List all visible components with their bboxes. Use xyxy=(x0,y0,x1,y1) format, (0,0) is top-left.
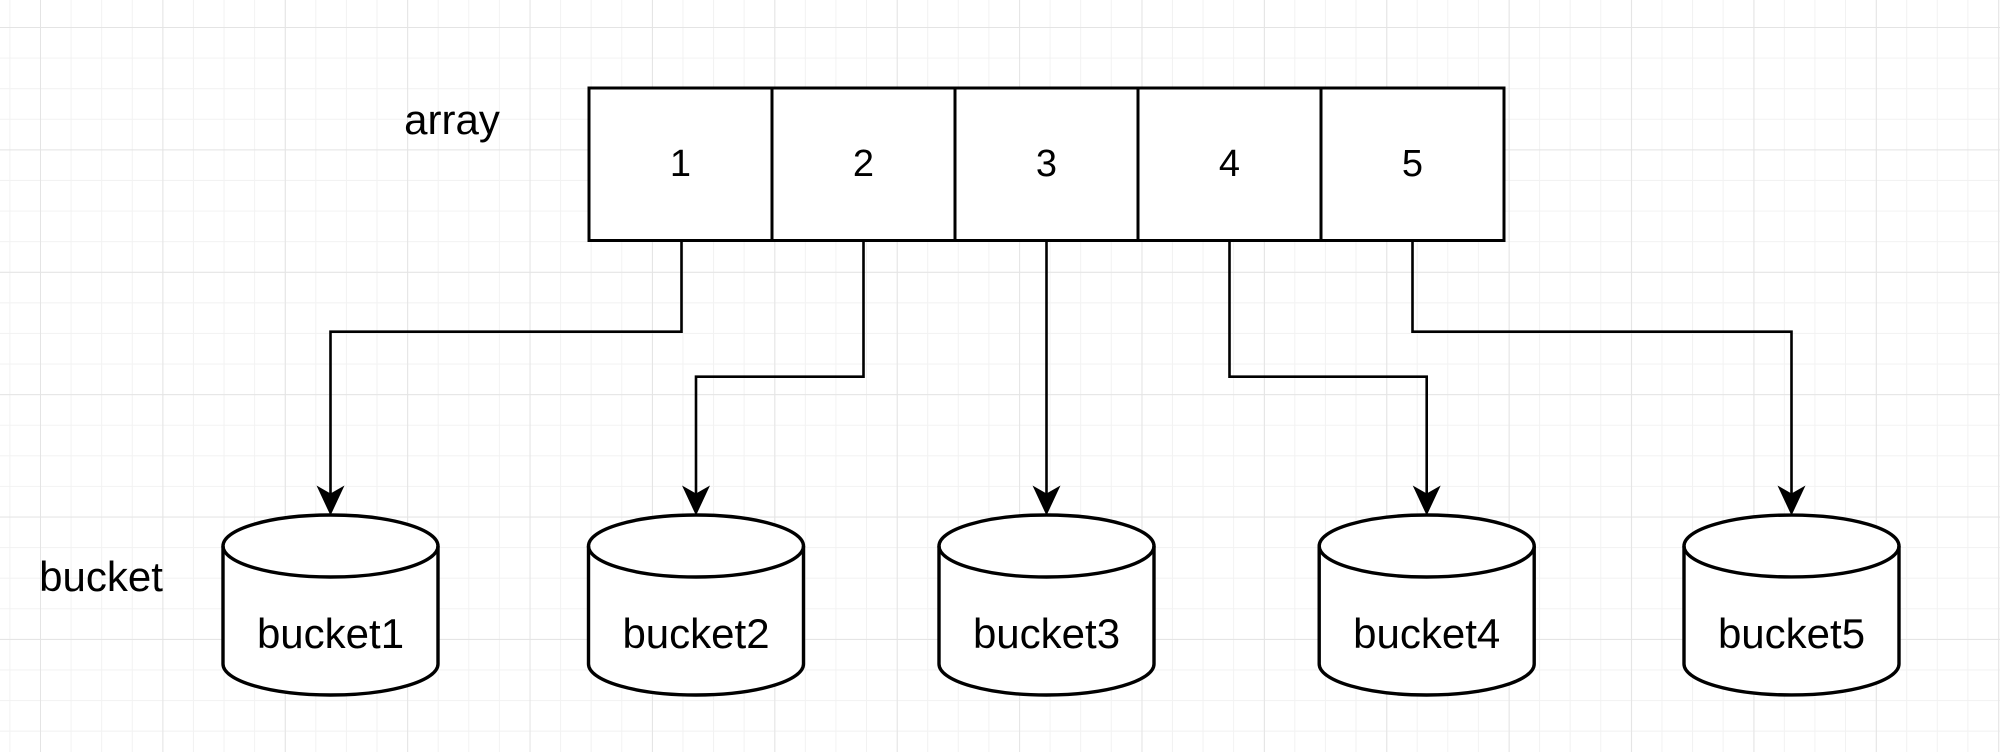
array-cell-1-value: 1 xyxy=(669,143,692,186)
bucket3-label: bucket3 xyxy=(972,609,1121,657)
bucket1-cylinder[interactable] xyxy=(221,513,440,697)
arrowhead-bucket2 xyxy=(682,485,710,516)
bucket5-label: bucket5 xyxy=(1717,609,1866,657)
bucket1-label: bucket1 xyxy=(256,609,405,657)
bucket5-rim xyxy=(1682,545,1901,579)
array-cell-4-value: 4 xyxy=(1218,143,1241,186)
arrowhead-bucket3 xyxy=(1032,485,1061,516)
array-cell-5-value: 5 xyxy=(1401,143,1424,186)
bucket4-label: bucket4 xyxy=(1353,609,1501,657)
bucket1-rim xyxy=(221,545,440,579)
bucket2-rim xyxy=(586,545,806,579)
bucket2-label: bucket2 xyxy=(622,609,770,657)
bucket4-rim xyxy=(1317,545,1536,579)
arrow-cell5-bucket5[interactable] xyxy=(1411,240,1793,494)
arrowhead-bucket4 xyxy=(1412,485,1441,516)
arrow-cell1-bucket1[interactable] xyxy=(329,240,683,494)
bucket4-cylinder[interactable] xyxy=(1317,513,1536,697)
bucket5-cylinder[interactable] xyxy=(1682,513,1901,697)
bucket3-rim xyxy=(937,545,1156,579)
array-section-label: array xyxy=(404,95,500,143)
arrowhead-bucket1 xyxy=(316,485,345,516)
bucket2-cylinder[interactable] xyxy=(586,513,806,697)
bucket-section-label: bucket xyxy=(39,552,163,600)
arrowhead-bucket5 xyxy=(1777,485,1806,516)
array-cell-2-value: 2 xyxy=(852,143,875,186)
array-cell-3-value: 3 xyxy=(1035,143,1058,186)
bucket3-cylinder[interactable] xyxy=(937,513,1156,697)
arrow-cell4-bucket4[interactable] xyxy=(1228,240,1428,494)
arrow-cell2-bucket2[interactable] xyxy=(694,240,865,494)
array-box[interactable] xyxy=(587,86,1506,242)
